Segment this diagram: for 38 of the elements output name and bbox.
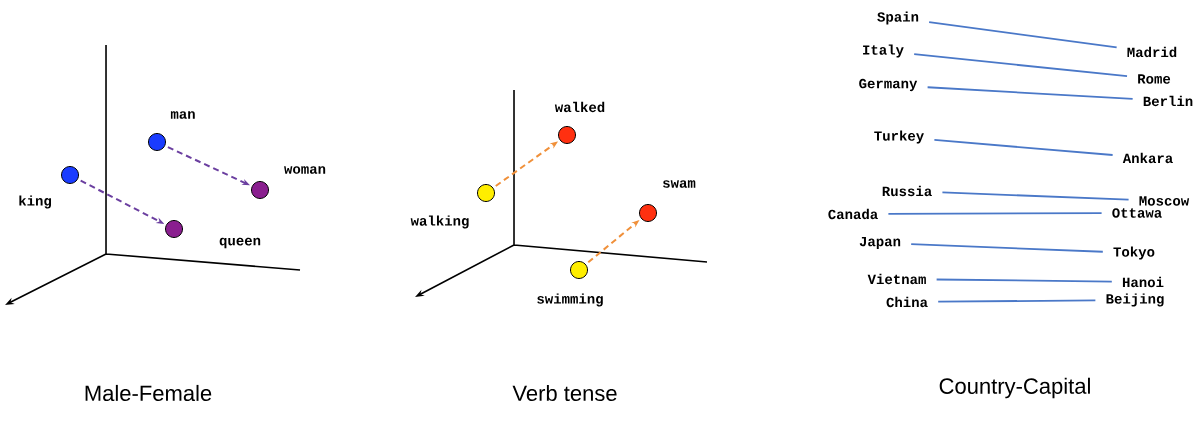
word-label: Moscow [1139, 196, 1190, 206]
word-label: walked [554, 101, 605, 113]
panel-title: Country-Capital [939, 377, 1090, 399]
word-label: queen [219, 237, 261, 249]
connector-line [887, 212, 1103, 215]
panel-title: Verb tense [512, 384, 617, 402]
word-label: man [170, 111, 195, 119]
word-label: Tokyo [1113, 246, 1155, 260]
word-label: woman [284, 166, 326, 174]
word-label: Madrid [1127, 46, 1177, 58]
word-label: Russia [882, 185, 932, 197]
connector-line [933, 139, 1114, 156]
word-label: king [19, 195, 52, 209]
word-label: Beijing [1106, 293, 1164, 307]
connector-line [935, 278, 1113, 283]
word-label: Ottawa [1112, 208, 1162, 218]
word-label: Hanoi [1122, 276, 1164, 288]
connector-line [926, 86, 1134, 100]
connector-line [937, 299, 1097, 303]
word-label: Berlin [1143, 95, 1193, 107]
word-label: China [886, 296, 928, 308]
word-label: Japan [859, 236, 901, 250]
word-label: Germany [859, 78, 918, 92]
word-label: walking [410, 215, 469, 229]
connector-line [913, 53, 1128, 78]
word-label: Canada [828, 208, 878, 220]
word-label: Turkey [874, 130, 924, 144]
word-label: swam [663, 180, 696, 188]
word-label: Rome [1138, 74, 1171, 84]
word-label: swimming [537, 293, 603, 307]
panel-title: Male-Female [85, 384, 212, 402]
word-label: Ankara [1122, 152, 1173, 164]
connector-line [941, 191, 1130, 201]
word-label: Spain [877, 11, 919, 25]
connector-line [928, 21, 1118, 49]
word-label: Vietnam [867, 273, 926, 285]
word-label: Italy [863, 44, 904, 58]
connector-line [910, 243, 1104, 253]
